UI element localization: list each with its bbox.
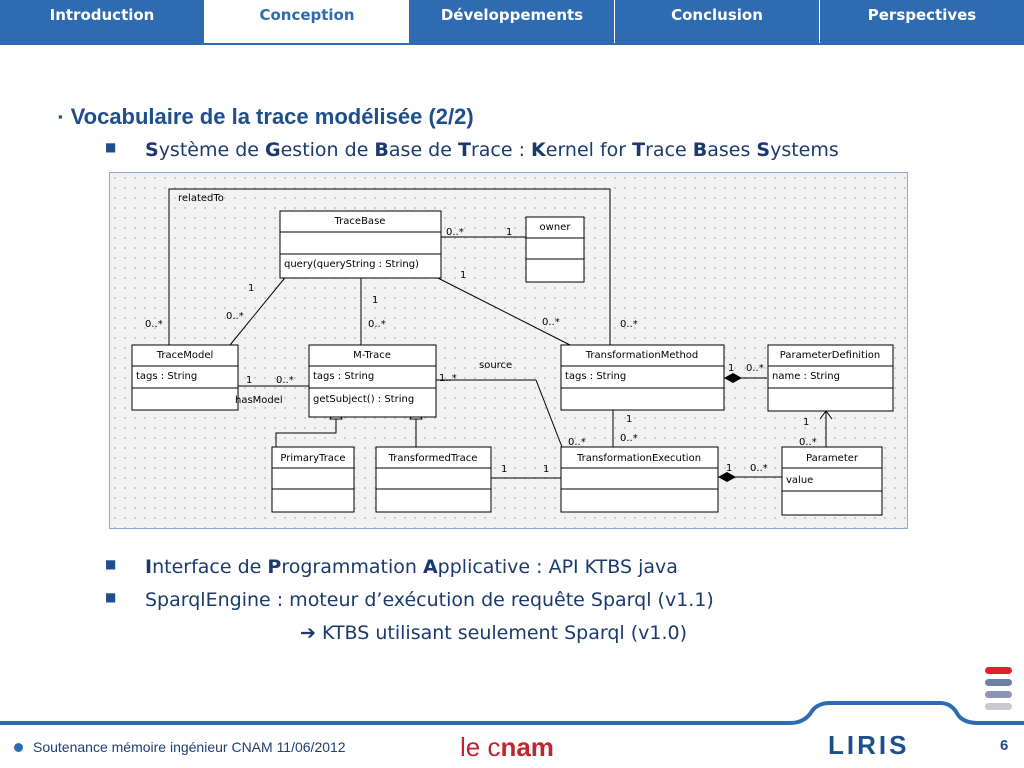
tab-developpements[interactable]: Développements bbox=[410, 0, 615, 43]
tab-conception[interactable]: Conception bbox=[205, 0, 410, 43]
bullet-text: ystème de bbox=[158, 139, 265, 161]
decorative-bars bbox=[985, 667, 1012, 715]
acronym-letter: P bbox=[267, 556, 282, 578]
mult: 0..* bbox=[226, 311, 244, 322]
footer-curve bbox=[0, 701, 1024, 725]
tab-conclusion[interactable]: Conclusion bbox=[615, 0, 820, 43]
label-source: source bbox=[479, 360, 512, 371]
bar-red bbox=[985, 667, 1012, 674]
liris-logo: LIRIS bbox=[828, 730, 910, 760]
acronym-letter: T bbox=[457, 139, 471, 161]
label-relatedto: relatedTo bbox=[178, 193, 224, 204]
footer-bullet-icon bbox=[14, 743, 23, 752]
mult: 1 bbox=[372, 295, 378, 306]
mult: 0..* bbox=[799, 437, 817, 448]
mult: 1 bbox=[501, 464, 507, 475]
mult: 0..* bbox=[446, 227, 464, 238]
uml-svg: TraceBase query(queryString : String) ow… bbox=[131, 188, 894, 516]
cnam-logo: le cnam bbox=[460, 732, 554, 762]
acronym-letter: T bbox=[632, 139, 646, 161]
acronym-letter: K bbox=[531, 139, 546, 161]
mult: 0..* bbox=[750, 463, 768, 474]
square-bullet-icon: ■ bbox=[105, 140, 117, 154]
acronym-letter: B bbox=[374, 139, 389, 161]
mult: 1 bbox=[726, 463, 732, 474]
class-primarytrace: PrimaryTrace bbox=[280, 453, 345, 464]
mult: 0..* bbox=[620, 433, 638, 444]
bullet-ktbs-acronym: ■ Système de Gestion de Base de Trace : … bbox=[105, 139, 839, 161]
class-mtrace-method: getSubject() : String bbox=[313, 394, 414, 405]
slide-heading: ▪ Vocabulaire de la trace modélisée (2/2) bbox=[58, 104, 474, 130]
bullet-text: estion de bbox=[280, 139, 375, 161]
bullet-text: nterface de bbox=[152, 556, 268, 578]
bullet-sparqlengine: ■ SparqlEngine : moteur d’exécution de r… bbox=[105, 589, 714, 611]
class-transformationmethod: TransformationMethod bbox=[585, 350, 699, 361]
bar-slate bbox=[985, 691, 1012, 698]
bullet-text: SparqlEngine : moteur d’exécution de req… bbox=[145, 589, 714, 611]
bullet-text: race : bbox=[470, 139, 532, 161]
bullet-api: ■ Interface de Programmation Applicative… bbox=[105, 556, 678, 578]
uml-class-diagram: TraceBase query(queryString : String) ow… bbox=[109, 172, 908, 529]
tab-perspectives[interactable]: Perspectives bbox=[820, 0, 1024, 43]
acronym-letter: B bbox=[692, 139, 708, 161]
acronym-letter: I bbox=[145, 556, 153, 578]
bullet-text: race bbox=[645, 139, 693, 161]
bullet-text: ernel for bbox=[545, 139, 633, 161]
arrow-right-icon: ➔ bbox=[300, 622, 316, 644]
mult: 0..* bbox=[276, 375, 294, 386]
bullet-text: ystems bbox=[770, 139, 839, 161]
bullet-text: ases bbox=[707, 139, 757, 161]
mult: 1 bbox=[246, 375, 252, 386]
class-parameter: Parameter bbox=[806, 453, 859, 464]
label-hasmodel: hasModel bbox=[235, 395, 283, 406]
mult: 1 bbox=[506, 227, 512, 238]
heading-text: Vocabulaire de la trace modélisée (2/2) bbox=[70, 104, 474, 129]
class-tracebase: TraceBase bbox=[334, 216, 386, 227]
acronym-letter: S bbox=[756, 139, 771, 161]
conclusion-line: ➔ KTBS utilisant seulement Sparql (v1.0) bbox=[300, 622, 687, 644]
class-transformationmethod-attr: tags : String bbox=[565, 371, 626, 382]
acronym-letter: S bbox=[145, 139, 159, 161]
mult: 1..* bbox=[439, 373, 457, 384]
nav-underline bbox=[0, 43, 1024, 45]
top-navigation: Introduction Conception Développements C… bbox=[0, 0, 1024, 43]
mult: 1 bbox=[248, 283, 254, 294]
mult: 0..* bbox=[620, 319, 638, 330]
footer-text: Soutenance mémoire ingénieur CNAM 11/06/… bbox=[33, 739, 346, 755]
bullet-text: pplicative : API KTBS java bbox=[437, 556, 678, 578]
acronym-letter: A bbox=[422, 556, 438, 578]
heading-marker-icon: ▪ bbox=[58, 109, 63, 124]
mult: 0..* bbox=[568, 437, 586, 448]
class-tracemodel-attr: tags : String bbox=[136, 371, 197, 382]
bullet-text: ase de bbox=[388, 139, 458, 161]
square-bullet-icon: ■ bbox=[105, 557, 117, 571]
tab-introduction[interactable]: Introduction bbox=[0, 0, 205, 43]
class-owner: owner bbox=[540, 222, 572, 233]
mult: 0..* bbox=[542, 317, 560, 328]
mult: 1 bbox=[626, 414, 632, 425]
page-number: 6 bbox=[1000, 737, 1009, 754]
mult: 1 bbox=[460, 270, 466, 281]
bullet-text: rogrammation bbox=[281, 556, 423, 578]
class-mtrace: M-Trace bbox=[353, 350, 391, 361]
class-tracebase-method: query(queryString : String) bbox=[284, 259, 419, 270]
class-tracemodel: TraceModel bbox=[156, 350, 214, 361]
acronym-letter: G bbox=[265, 139, 281, 161]
class-transformationexecution: TransformationExecution bbox=[576, 453, 701, 464]
class-parameterdefinition: ParameterDefinition bbox=[780, 350, 880, 361]
mult: 0..* bbox=[746, 363, 764, 374]
mult: 0..* bbox=[145, 319, 163, 330]
mult: 0..* bbox=[368, 319, 386, 330]
class-parameterdefinition-attr: name : String bbox=[772, 371, 840, 382]
class-parameter-attr: value bbox=[786, 475, 813, 486]
mult: 1 bbox=[543, 464, 549, 475]
mult: 1 bbox=[803, 417, 809, 428]
bar-gray bbox=[985, 703, 1012, 710]
conclusion-text: KTBS utilisant seulement Sparql (v1.0) bbox=[321, 622, 687, 644]
square-bullet-icon: ■ bbox=[105, 590, 117, 604]
class-mtrace-attr: tags : String bbox=[313, 371, 374, 382]
class-transformedtrace: TransformedTrace bbox=[388, 453, 478, 464]
bar-slate bbox=[985, 679, 1012, 686]
mult: 1 bbox=[728, 363, 734, 374]
